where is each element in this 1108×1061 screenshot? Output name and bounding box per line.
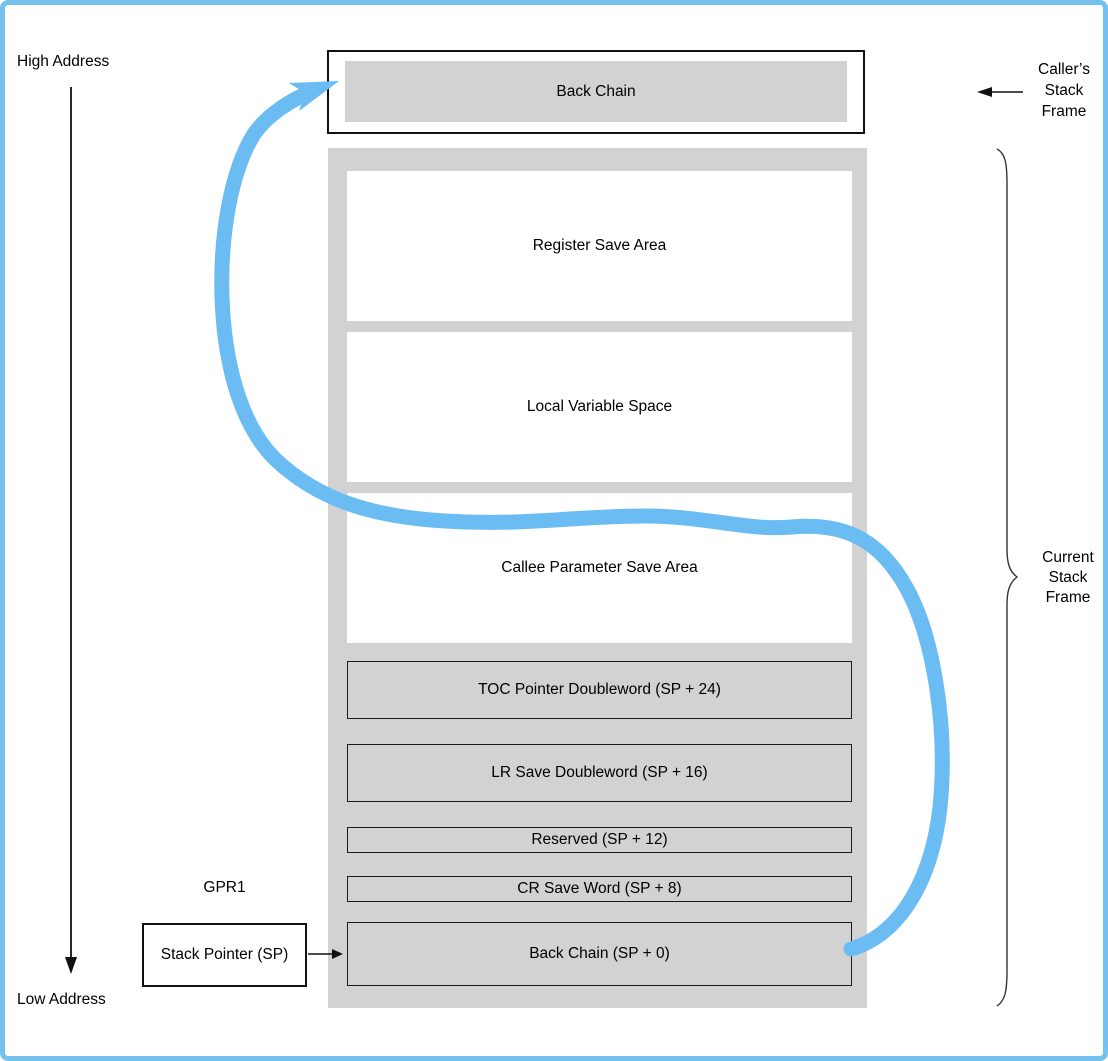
region-label: Callee Parameter Save Area — [501, 559, 698, 576]
region-cr-save-word: CR Save Word (SP + 8) — [347, 876, 852, 902]
low-address-label: Low Address — [17, 991, 106, 1008]
caller-back-chain-fill: Back Chain — [345, 61, 847, 122]
caller-frame-label-line3: Frame — [1041, 103, 1087, 120]
current-frame-label: Current Stack Frame — [1022, 548, 1103, 608]
caller-back-chain-label: Back Chain — [556, 82, 636, 100]
current-frame-label-line3: Frame — [1045, 589, 1091, 606]
stack-pointer-box: Stack Pointer (SP) — [142, 923, 307, 987]
region-label: CR Save Word (SP + 8) — [517, 880, 682, 897]
stack-pointer-label: Stack Pointer (SP) — [160, 946, 289, 963]
current-frame-label-line2: Stack — [1048, 569, 1088, 586]
caller-frame-label: Caller’s Stack Frame — [1018, 59, 1103, 122]
caller-frame-arrow-head — [977, 87, 992, 97]
region-label: Local Variable Space — [526, 398, 673, 415]
region-reserved: Reserved (SP + 12) — [347, 827, 852, 853]
region-toc-pointer-doubleword: TOC Pointer Doubleword (SP + 24) — [347, 661, 852, 719]
region-label: Register Save Area — [532, 237, 667, 254]
address-direction-arrow-head — [65, 957, 77, 974]
region-local-variable-space: Local Variable Space — [347, 332, 852, 482]
gpr1-label: GPR1 — [203, 879, 246, 896]
caller-frame-label-line1: Caller’s — [1038, 61, 1090, 78]
region-register-save-area: Register Save Area — [347, 171, 852, 321]
region-lr-save-doubleword: LR Save Doubleword (SP + 16) — [347, 744, 852, 802]
region-label: LR Save Doubleword (SP + 16) — [491, 764, 708, 781]
region-back-chain-sp0: Back Chain (SP + 0) — [347, 922, 852, 986]
region-label: Reserved (SP + 12) — [531, 831, 668, 848]
current-frame-label-line1: Current — [1042, 549, 1094, 566]
region-callee-parameter-save-area: Callee Parameter Save Area — [347, 493, 852, 643]
high-address-label: High Address — [17, 53, 110, 70]
caller-back-chain-box: Back Chain — [327, 50, 865, 134]
caller-frame-label-line2: Stack — [1044, 82, 1084, 99]
region-label: TOC Pointer Doubleword (SP + 24) — [478, 681, 721, 698]
current-frame-brace — [996, 148, 1019, 1007]
region-label: Back Chain (SP + 0) — [529, 945, 670, 962]
